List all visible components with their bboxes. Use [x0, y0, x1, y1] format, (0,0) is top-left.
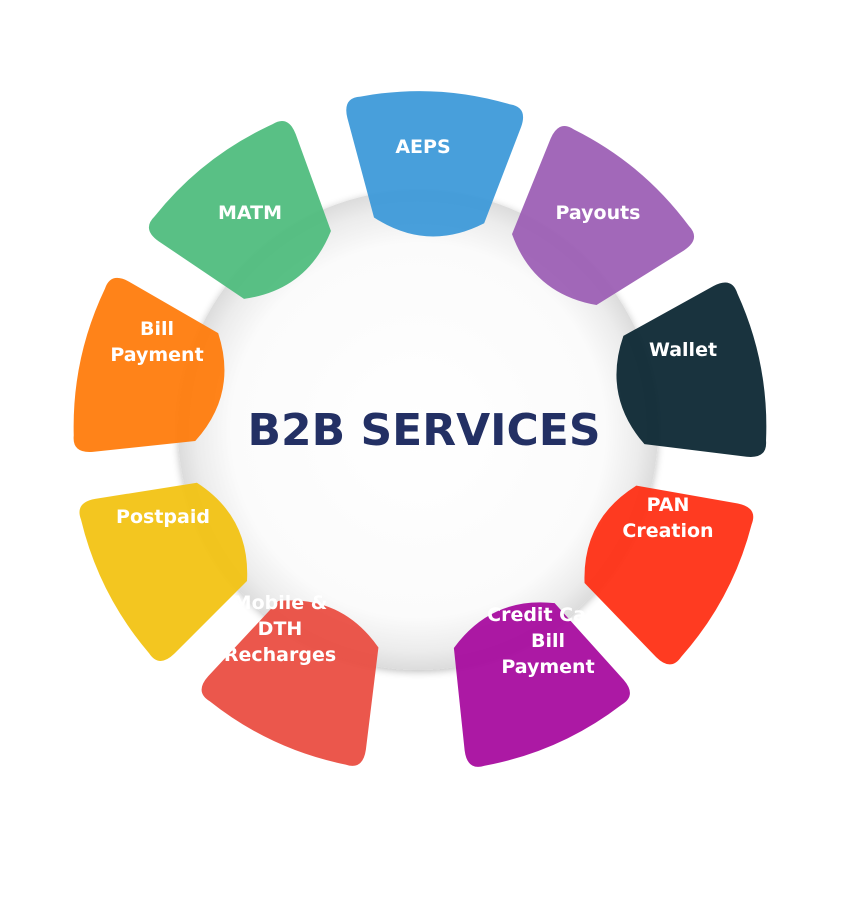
petal-label-line: Postpaid [116, 506, 210, 528]
petal-wallet: Wallet [616, 282, 767, 457]
petal-label-aeps: AEPS [395, 136, 450, 158]
petal-label-line: Bill [531, 630, 565, 652]
petal-shape-postpaid [79, 482, 248, 661]
petal-label-payouts: Payouts [555, 202, 640, 224]
petal-label-line: MATM [218, 202, 282, 224]
petal-matm: MATM [149, 121, 331, 299]
petal-label-pan-creation: PAN Creation [622, 494, 713, 542]
petal-label-line: AEPS [395, 136, 450, 158]
petal-label-wallet: Wallet [649, 339, 717, 361]
petal-mobile-dth-recharges: Mobile & DTH Recharges [201, 592, 379, 766]
petal-aeps: AEPS [346, 91, 524, 237]
center-title: B2B SERVICES [247, 405, 600, 456]
petal-label-line: Payment [110, 344, 203, 366]
petal-label-line: Payouts [555, 202, 640, 224]
petal-shape-wallet [616, 282, 767, 457]
petal-label-line: Mobile & [233, 592, 328, 614]
petal-shape-pan-creation [584, 485, 754, 665]
petal-label-line: Recharges [224, 644, 336, 666]
center-circle [178, 190, 658, 670]
petal-label-line: Payment [501, 656, 594, 678]
petal-label-line: Credit Card [487, 604, 609, 626]
petal-label-line: PAN [647, 494, 690, 516]
petal-shape-matm [149, 121, 331, 299]
petal-label-mobile-dth-recharges: Mobile & DTH Recharges [224, 592, 336, 666]
petal-shape-aeps [346, 91, 524, 237]
petal-label-matm: MATM [218, 202, 282, 224]
petal-label-line: DTH [258, 618, 303, 640]
petal-shape-mobile-dth-recharges [201, 600, 379, 766]
petal-payouts: Payouts [512, 126, 695, 306]
petal-pan-creation: PAN Creation [584, 485, 754, 665]
petal-label-line: Wallet [649, 339, 717, 361]
petal-shape-credit-card-bill-payment [453, 602, 630, 767]
petal-label-line: Creation [622, 520, 713, 542]
petal-postpaid: Postpaid [79, 482, 248, 661]
petal-shape-payouts [512, 126, 695, 306]
petal-label-postpaid: Postpaid [116, 506, 210, 528]
petal-label-line: Bill [140, 318, 174, 340]
petal-shape-bill-payment [73, 277, 225, 452]
